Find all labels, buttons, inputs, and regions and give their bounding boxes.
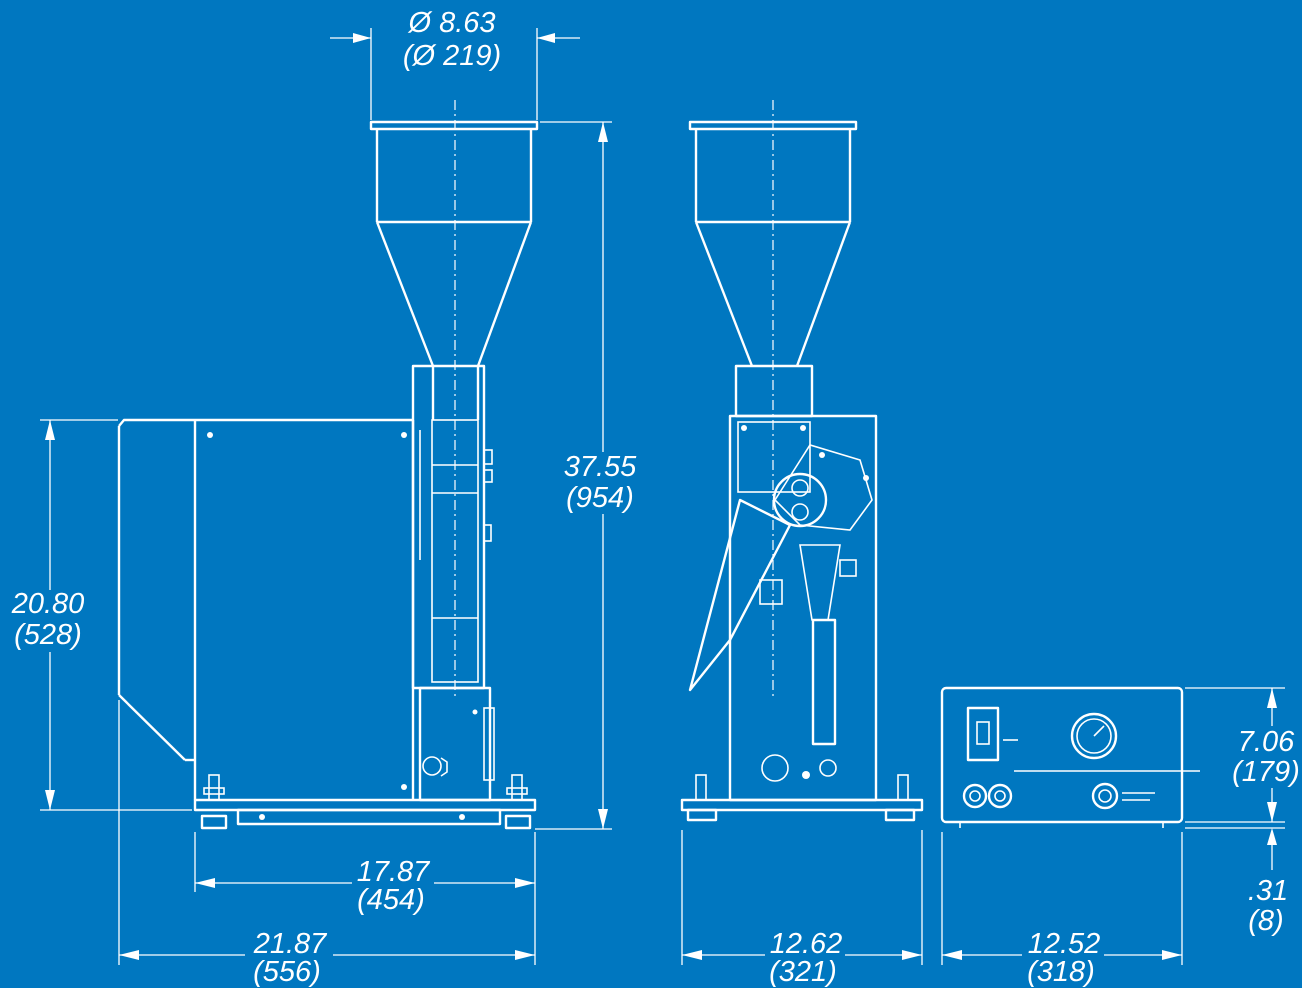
controller-width-in: 12.52 <box>1028 928 1101 960</box>
cabinet-height-mm: (528) <box>14 619 82 651</box>
side-column <box>411 364 493 690</box>
overall-depth-in: 21.87 <box>253 928 328 960</box>
controller-height-in: 7.06 <box>1238 726 1295 758</box>
pressure-gauge-icon <box>1070 712 1118 760</box>
controller-view <box>940 686 1200 828</box>
side-hopper <box>369 120 539 367</box>
controller-feet-mm: (8) <box>1248 905 1283 937</box>
overall-height-mm: (954) <box>566 482 634 514</box>
front-width-mm: (321) <box>769 956 837 988</box>
overall-height-in: 37.55 <box>564 451 637 483</box>
front-body <box>688 414 878 802</box>
side-cabinet <box>117 418 495 802</box>
side-view <box>117 100 539 830</box>
base-depth-in: 17.87 <box>357 856 431 888</box>
controller-width-mm: (318) <box>1027 956 1095 988</box>
hopper-diameter-mm: (Ø 219) <box>403 40 501 72</box>
side-base <box>193 774 537 830</box>
base-depth-mm: (454) <box>357 884 425 916</box>
front-base <box>680 774 924 822</box>
controller-feet-in: .31 <box>1248 875 1288 907</box>
front-width-in: 12.62 <box>770 928 843 960</box>
overall-depth-mm: (556) <box>253 956 321 988</box>
cabinet-height-in: 20.80 <box>11 588 85 620</box>
controller-height-mm: (179) <box>1232 756 1300 788</box>
dimension-lines <box>40 28 1285 965</box>
hopper-diameter-in: Ø 8.63 <box>407 7 495 39</box>
dimension-labels: Ø 8.63 (Ø 219) 37.55 (954) 20.80 (528) 1… <box>8 7 1302 988</box>
front-view <box>680 100 924 822</box>
